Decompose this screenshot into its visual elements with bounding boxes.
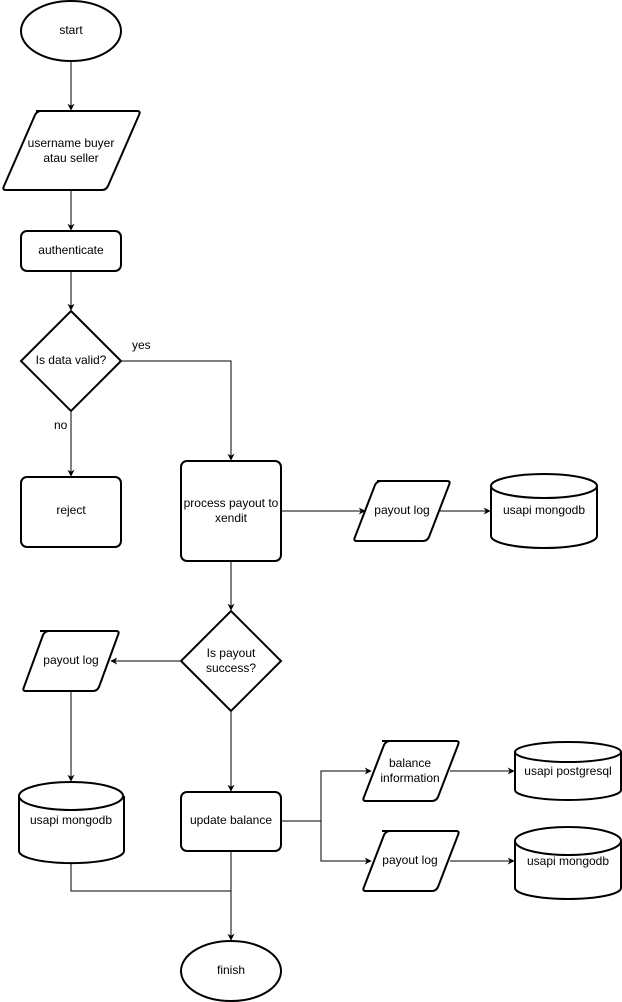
node-payout-log-1-label: payout log	[374, 503, 429, 517]
node-reject-label: reject	[56, 503, 86, 517]
node-process-payout-label-line1: process payout to	[184, 496, 279, 510]
edge-label-no: no	[54, 418, 68, 432]
node-payout-log-1[interactable]: payout log	[353, 480, 451, 542]
node-payout-success-label-line1: Is payout	[207, 646, 256, 660]
node-start[interactable]: start	[20, 0, 122, 62]
node-finish[interactable]: finish	[180, 940, 282, 1002]
node-start-label: start	[59, 23, 83, 37]
node-input-user-label-line1: username buyer	[28, 136, 115, 150]
node-authenticate-label: authenticate	[38, 243, 104, 257]
node-balance-info[interactable]: balance information	[362, 740, 460, 802]
node-process-payout-label-line2: xendit	[215, 511, 248, 525]
edge-mongodb2-to-finish	[70, 861, 231, 892]
node-input-user-label-line2: atau seller	[43, 151, 98, 165]
node-mongodb-3-label: usapi mongodb	[527, 854, 609, 868]
node-payout-log-2-label: payout log	[43, 653, 98, 667]
node-postgresql[interactable]: usapi postgresql	[514, 741, 622, 801]
node-payout-success-label-line2: success?	[206, 661, 256, 675]
node-update-balance-label: update balance	[190, 813, 272, 827]
edge-update-to-log3	[320, 821, 372, 865]
node-payout-log-3[interactable]: payout log	[362, 830, 460, 892]
node-balance-info-label-line2: information	[380, 771, 439, 785]
node-valid-check-label: Is data valid?	[36, 353, 107, 367]
node-payout-log-3-label: payout log	[382, 853, 437, 867]
edge-valid-yes	[121, 360, 235, 461]
node-mongodb-2-label: usapi mongodb	[30, 813, 112, 827]
node-process-payout[interactable]: process payout to xendit	[180, 460, 282, 562]
edge-label-yes: yes	[132, 338, 151, 352]
node-reject[interactable]: reject	[20, 476, 122, 548]
node-mongodb-2[interactable]: usapi mongodb	[18, 781, 125, 865]
node-payout-success-check[interactable]: Is payout success?	[179, 609, 283, 713]
node-postgresql-label: usapi postgresql	[524, 764, 611, 778]
node-balance-info-label-line1: balance	[389, 756, 431, 770]
node-finish-label: finish	[217, 963, 245, 977]
node-mongodb-1-label: usapi mongodb	[503, 503, 585, 517]
node-payout-log-2[interactable]: payout log	[22, 630, 120, 692]
node-valid-check[interactable]: Is data valid?	[19, 309, 123, 413]
node-input-user[interactable]: username buyer atau seller	[2, 110, 141, 191]
node-update-balance[interactable]: update balance	[180, 791, 282, 852]
edges	[67, 61, 515, 941]
node-mongodb-3[interactable]: usapi mongodb	[514, 826, 622, 900]
edge-update-to-balance-info	[281, 767, 372, 822]
node-authenticate[interactable]: authenticate	[20, 230, 122, 272]
node-mongodb-1[interactable]: usapi mongodb	[490, 473, 598, 549]
